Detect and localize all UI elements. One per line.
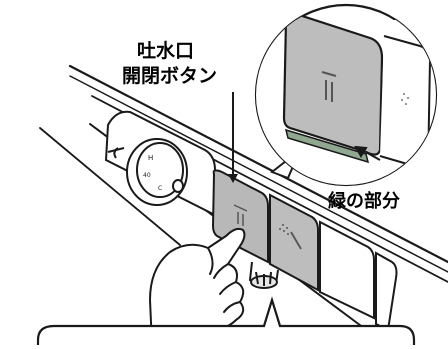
dial-mark-h: H	[148, 154, 153, 162]
green-part-label: 緑の部分	[328, 191, 400, 212]
green-strip	[284, 128, 370, 164]
pointing-hand	[149, 227, 246, 346]
spout	[248, 261, 279, 289]
extra-button[interactable]	[319, 220, 375, 320]
green-leader	[354, 145, 381, 161]
spray-button[interactable]	[269, 193, 319, 292]
magnified-spray-dots	[401, 93, 409, 105]
shower-head-icon	[233, 204, 248, 226]
outlet-button-label-line2: 開閉ボタン	[122, 65, 218, 87]
leader-arrow	[228, 174, 238, 183]
magnified-callout	[254, 3, 438, 187]
outlet-button-label-line1: 吐水口	[137, 40, 195, 62]
magnified-shower-icon	[321, 71, 337, 102]
dial-mark-c: C	[158, 185, 162, 192]
dial-mark-40: 40	[143, 172, 151, 179]
temperature-dial[interactable]: H 40 C	[107, 138, 188, 206]
bottom-speech-bubble	[36, 296, 416, 345]
spray-icon	[279, 224, 302, 250]
